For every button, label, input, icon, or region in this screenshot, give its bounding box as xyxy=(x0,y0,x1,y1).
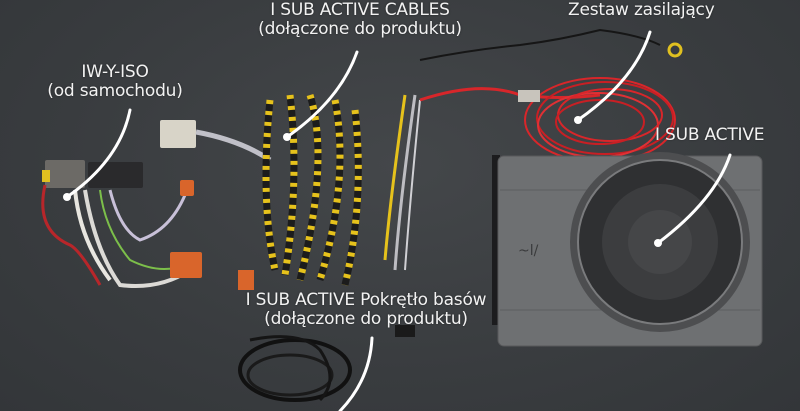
label-cables-title: I SUB ACTIVE CABLES xyxy=(270,0,450,20)
iso-harness xyxy=(41,120,272,288)
power-kit xyxy=(419,28,683,163)
pointer-cables xyxy=(285,50,359,139)
pointer-sub xyxy=(656,153,732,245)
svg-text:~l/: ~l/ xyxy=(518,243,539,259)
pointer-power xyxy=(576,30,652,122)
label-knob-title: I SUB ACTIVE Pokrętło basów xyxy=(245,290,487,310)
label-iw-y-iso: IW-Y-ISO (od samochodu) xyxy=(35,63,195,101)
label-sub-active-cables: I SUB ACTIVE CABLES (dołączone do produk… xyxy=(250,1,470,39)
pointer-knob xyxy=(338,336,374,411)
sub-active-unit: ~l/ xyxy=(492,152,763,347)
label-sub-active: I SUB ACTIVE xyxy=(655,126,800,145)
pointer-iso xyxy=(65,108,132,199)
label-bass-knob: I SUB ACTIVE Pokrętło basów (dołączone d… xyxy=(236,291,496,329)
bass-knob xyxy=(238,325,415,402)
label-iso-subtitle: (od samochodu) xyxy=(47,81,183,101)
label-cables-subtitle: (dołączone do produktu) xyxy=(258,19,462,39)
pointer-lines xyxy=(63,30,732,411)
label-power-title: Zestaw zasilający xyxy=(568,0,715,20)
label-power-kit: Zestaw zasilający xyxy=(560,1,798,20)
label-sub-title: I SUB ACTIVE xyxy=(655,125,765,145)
label-knob-subtitle: (dołączone do produktu) xyxy=(264,309,468,329)
label-iso-title: IW-Y-ISO xyxy=(81,62,149,82)
sub-active-cables xyxy=(238,93,421,290)
